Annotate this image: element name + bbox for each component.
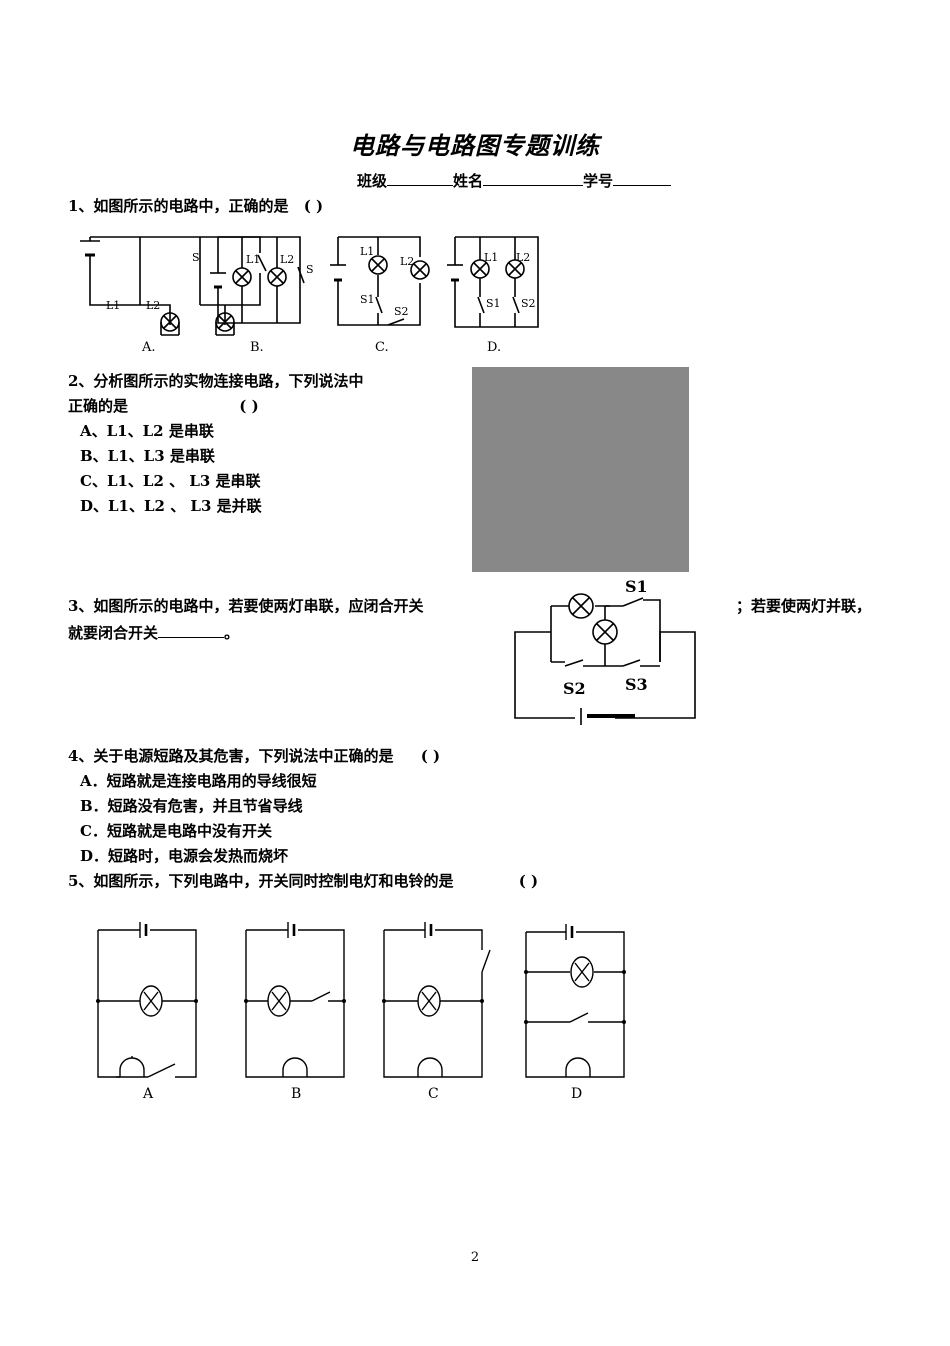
q1-circuit-d xyxy=(447,236,539,328)
svg-text:L1: L1 xyxy=(106,299,120,312)
svg-text:L2: L2 xyxy=(400,255,414,268)
svg-text:L1: L1 xyxy=(360,245,374,258)
q5-option-a: A xyxy=(142,1086,154,1102)
q2-answer-paren: ( ) xyxy=(239,397,259,415)
q4-option-d: D．短路时，电源会发热而烧坏 xyxy=(80,847,289,865)
q3-blank xyxy=(158,622,225,638)
svg-text:S2: S2 xyxy=(394,305,409,318)
q1-stem: 1、如图所示的电路中，正确的是 ( ) xyxy=(68,197,324,215)
q5-circuit-a xyxy=(97,922,197,1078)
q1-answer-paren: ( ) xyxy=(303,197,324,215)
q4-option-b: B．短路没有危害，并且节省导线 xyxy=(80,797,303,815)
q2-option-c: C、L1、L2 、 L3 是串联 xyxy=(80,472,261,490)
q5-stem: 5、如图所示，下列电路中，开关同时控制电灯和电铃的是 ( ) xyxy=(68,872,539,890)
name-label: 姓名 xyxy=(453,172,484,190)
q1-option-b: B. xyxy=(250,340,264,355)
q3-stem-3: 就要闭合开关。 xyxy=(68,622,240,642)
q1-option-d: D. xyxy=(487,340,501,355)
id-blank xyxy=(613,170,672,186)
q4-answer-paren: ( ) xyxy=(420,747,441,765)
q3-stem-2: ；若要使两灯并联， xyxy=(736,597,872,615)
svg-text:S1: S1 xyxy=(360,293,375,306)
svg-text:S: S xyxy=(306,263,314,276)
q1-option-c: C. xyxy=(375,340,389,355)
q1-circuit-a xyxy=(80,236,267,336)
q3-label-s3: S3 xyxy=(625,675,648,694)
q5-circuit-b xyxy=(245,922,345,1078)
q2-stem-1: 2、分析图所示的实物连接电路，下列说法中 xyxy=(68,372,364,390)
q2-option-d: D、L1、L2 、 L3 是并联 xyxy=(80,497,262,515)
q3-label-s2: S2 xyxy=(563,679,586,698)
q2-stem-2: 正确的是 ( ) xyxy=(68,397,259,415)
svg-text:S1: S1 xyxy=(486,297,501,310)
q3-label-s1: S1 xyxy=(625,577,648,596)
q3-stem-1: 3、如图所示的电路中，若要使两灯串联，应闭合开关 xyxy=(68,597,424,615)
class-label: 班级 xyxy=(357,172,388,190)
q5-option-b: B xyxy=(291,1086,301,1102)
q5-circuit-figures: A B C D xyxy=(96,922,626,1102)
q4-option-c: C．短路就是电路中没有开关 xyxy=(80,822,272,840)
q1-option-a: A. xyxy=(141,340,156,355)
svg-text:L1: L1 xyxy=(484,251,498,264)
page-number: 2 xyxy=(470,1250,480,1265)
q2-option-a: A、L1、L2 是串联 xyxy=(80,422,214,440)
student-info: 班级 姓名 学号 xyxy=(357,170,672,191)
class-blank xyxy=(387,170,454,186)
q1-circuit-c xyxy=(330,236,430,326)
svg-text:S2: S2 xyxy=(521,297,536,310)
q4-option-a: A．短路就是连接电路用的导线很短 xyxy=(80,772,317,790)
svg-text:L2: L2 xyxy=(280,253,294,266)
q3-circuit: S1 S2 S3 xyxy=(514,577,696,725)
page-title: 电路与电路图专题训练 xyxy=(350,131,600,160)
q5-answer-paren: ( ) xyxy=(518,872,539,890)
q5-option-c: C xyxy=(428,1086,439,1102)
q5-circuit-c xyxy=(383,922,491,1078)
svg-text:L2: L2 xyxy=(516,251,530,264)
q4-stem: 4、关于电源短路及其危害，下列说法中正确的是 ( ) xyxy=(68,747,441,765)
q5-circuit-d xyxy=(525,924,625,1078)
q5-option-d: D xyxy=(571,1086,582,1102)
q1-circuit-b xyxy=(210,236,305,324)
q2-circuit-photo xyxy=(472,367,689,572)
svg-text:L1: L1 xyxy=(246,253,260,266)
svg-text:S: S xyxy=(192,251,200,264)
name-blank xyxy=(483,170,584,186)
svg-text:L2: L2 xyxy=(146,299,160,312)
q2-option-b: B、L1、L3 是串联 xyxy=(80,447,215,465)
id-label: 学号 xyxy=(583,172,614,190)
